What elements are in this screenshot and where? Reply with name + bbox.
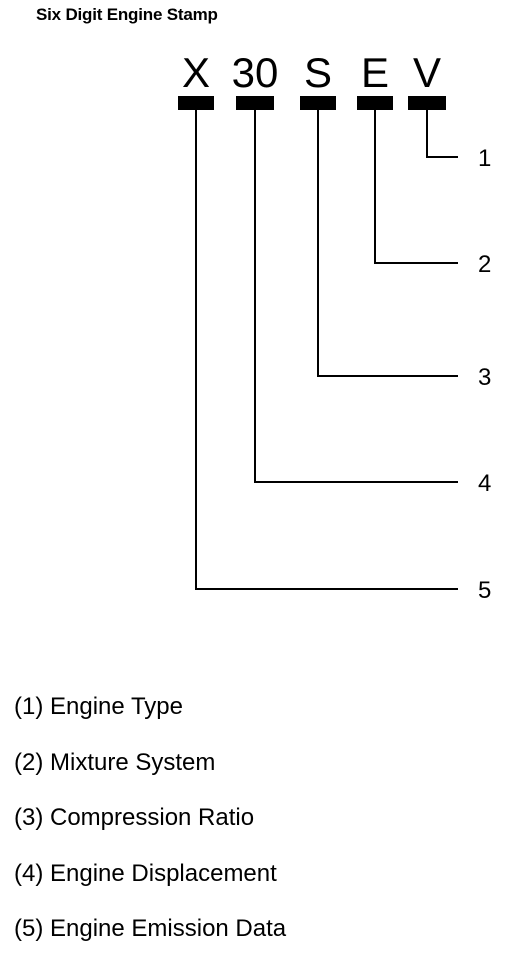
legend-list: (1) Engine Type (2) Mixture System (3) C… [14,688,286,966]
diagram-title: Six Digit Engine Stamp [36,5,218,24]
callout-number-1: 1 [478,145,491,172]
stamp-30-leader-line [254,110,458,483]
stamp-e-marker-bar [357,96,393,110]
legend-item-compression-ratio: (3) Compression Ratio [14,804,255,831]
stamp-30-char: 30 [232,49,279,96]
engine-stamp-diagram: X 5 30 4 S 3 E 2 V 1 [178,49,491,604]
stamp-s-leader-line [317,110,458,377]
callout-number-3: 3 [478,364,491,391]
callout-number-2: 2 [478,251,491,278]
legend-item-engine-displacement: (4) Engine Displacement [14,859,277,887]
stamp-v-leader-line [426,110,458,158]
stamp-x-char: X [182,49,210,96]
stamp-x-marker-bar [178,96,214,110]
stamp-s-char: S [304,49,332,96]
legend-item-mixture-system: (2) Mixture System [14,748,216,776]
stamp-e-char: E [361,49,389,96]
callout-number-4: 4 [478,470,491,497]
legend-item-engine-type: (1) Engine Type [14,693,183,720]
stamp-s-marker-bar [300,96,336,110]
legend-item-engine-emission-data: (5) Engine Emission Data [14,915,287,942]
stamp-v-char: V [413,49,441,96]
stamp-v-marker-bar [408,96,446,110]
callout-number-5: 5 [478,577,491,604]
stamp-e-leader-line [374,110,458,264]
stamp-30-marker-bar [236,96,274,110]
stamp-x-leader-line [195,110,458,590]
